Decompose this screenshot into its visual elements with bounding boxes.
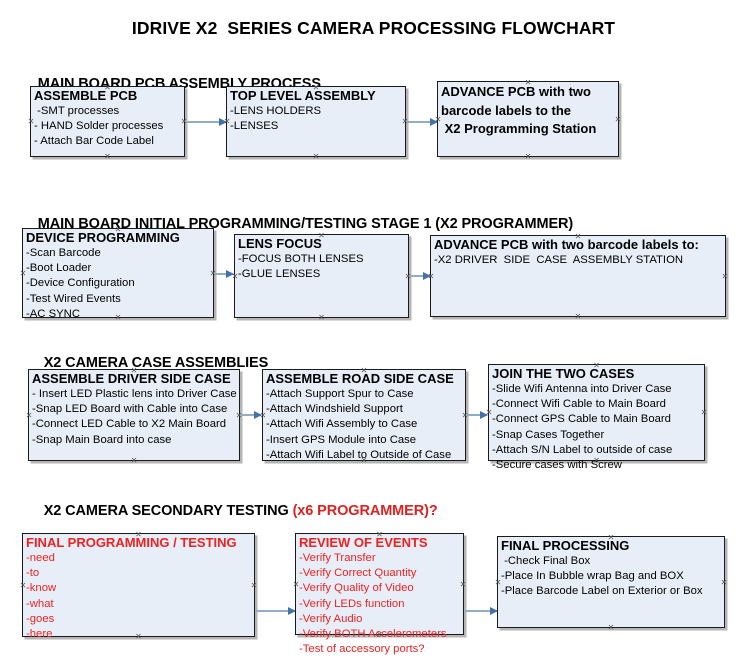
node-line: -Connect LED Cable to X2 Main Board [32, 418, 227, 431]
arrowhead-icon [423, 272, 431, 280]
connection-handle-bottom[interactable] [104, 153, 111, 160]
node-line: -to [26, 567, 40, 580]
arrowhead-icon [480, 411, 488, 419]
node-line: -know [26, 582, 57, 595]
node-line: -Verify LEDs function [299, 597, 405, 610]
node-advance-pcb-to-driver-side-case-station[interactable]: ADVANCE PCB with two barcode labels to: … [430, 235, 726, 317]
node-line: -Place In Bubble wrap Bag and BOX [501, 570, 684, 583]
section-title-x2-camera-secondary-testing: X2 CAMERA SECONDARY TESTING (x6 PROGRAMM… [28, 487, 438, 535]
node-line: -Device Configuration [26, 277, 135, 290]
node-heading: FINAL PROCESSING [501, 538, 630, 553]
node-line: -Snap LED Board with Cable into Case [32, 403, 228, 416]
node-line: -Verify BOTH Accelerometers [299, 628, 447, 641]
node-line: -need [26, 552, 55, 564]
connector-driver-side-case-to-road-side-case [241, 411, 262, 419]
node-heading: REVIEW OF EVENTS [299, 535, 428, 550]
node-assemble-road-side-case[interactable]: ASSEMBLE ROAD SIDE CASE -Attach Support … [262, 369, 466, 461]
connection-handle-bottom[interactable] [525, 153, 532, 160]
connection-handle-bottom[interactable] [131, 457, 138, 464]
connection-handle-bottom[interactable] [313, 153, 320, 160]
node-assemble-pcb[interactable]: ASSEMBLE PCB -SMT processes - HAND Solde… [30, 86, 185, 157]
node-line: -Verify Audio [299, 612, 363, 625]
node-review-of-events[interactable]: REVIEW OF EVENTS -Verify Transfer -Verif… [295, 533, 464, 655]
node-line: -Attach Wifi Label to Outside of Case [266, 448, 452, 461]
node-line: -Verify Quality of Video [299, 582, 414, 595]
connector-road-side-case-to-join-the-two-cases [467, 411, 488, 419]
node-line: -Snap Cases Together [492, 428, 605, 441]
node-line: -here [26, 628, 53, 641]
node-line: -Slide Wifi Antenna into Driver Case [492, 383, 672, 395]
node-line: -Check Final Box [501, 555, 591, 567]
node-heading: ADVANCE PCB with two barcode labels to: [434, 237, 699, 252]
node-heading: ASSEMBLE ROAD SIDE CASE [266, 371, 454, 386]
node-line: -Insert GPS Module into Case [266, 433, 417, 446]
node-line: -Secure cases with Screw [492, 459, 622, 472]
node-heading: ASSEMBLE DRIVER SIDE CASE [32, 371, 231, 386]
arrowhead-icon [490, 607, 498, 615]
node-heading: JOIN THE TWO CASES [492, 366, 635, 381]
connection-handle-right[interactable] [722, 273, 729, 280]
connector-device-programming-to-lens-focus [215, 270, 234, 278]
node-line: -LENS HOLDERS [230, 105, 322, 117]
node-line: -Connect GPS Cable to Main Board [492, 413, 671, 426]
section-title-text: X2 CAMERA CASE ASSEMBLIES [43, 355, 269, 371]
node-heading: ASSEMBLE PCB [34, 88, 138, 103]
connector-review-of-events-to-final-processing [465, 607, 498, 615]
connection-handle-bottom[interactable] [608, 624, 615, 631]
node-line: -Verify Correct Quantity [299, 567, 417, 580]
node-join-the-two-cases[interactable]: JOIN THE TWO CASES -Slide Wifi Antenna i… [488, 364, 705, 471]
node-heading: DEVICE PROGRAMMING [26, 230, 180, 245]
page-title: IDRIVE X2 SERIES CAMERA PROCESSING FLOWC… [131, 18, 616, 38]
node-heading: LENS FOCUS [238, 236, 322, 251]
node-lens-focus[interactable]: LENS FOCUS -FOCUS BOTH LENSES -GLUE LENS… [234, 234, 409, 318]
node-final-processing[interactable]: FINAL PROCESSING -Check Final Box -Place… [497, 536, 725, 628]
node-line: -SMT processes [34, 105, 120, 117]
node-heading: ADVANCE PCB with two barcode labels to t… [441, 84, 597, 136]
node-line: -Attach Wifi Assembly to Case [266, 418, 418, 431]
node-line: - HAND Solder processes [34, 120, 164, 133]
node-line: - Attach Bar Code Label [34, 135, 154, 148]
arrowhead-icon [219, 118, 227, 126]
node-heading: TOP LEVEL ASSEMBLY [230, 88, 376, 103]
node-heading: FINAL PROGRAMMING / TESTING [26, 535, 237, 550]
node-device-programming[interactable]: DEVICE PROGRAMMING -Scan Barcode -Boot L… [22, 228, 214, 320]
node-line: -AC SYNC [26, 307, 80, 320]
node-final-programming-testing[interactable]: FINAL PROGRAMMING / TESTING -need -to -k… [22, 533, 255, 640]
node-line: -GLUE LENSES [238, 268, 321, 281]
node-line: -Place Barcode Label on Exterior or Box [501, 585, 703, 598]
connector-lens-focus-to-advance-pcb-driver-side [410, 272, 431, 280]
node-line: -Attach S/N Label to outside of case [492, 443, 673, 456]
node-line-overflow: -Test of accessory ports? [299, 643, 425, 656]
node-line: -goes [26, 612, 55, 625]
connector-top-level-assembly-to-advance-pcb [407, 118, 438, 126]
connector-final-programming-to-review-of-events [256, 607, 296, 615]
node-line: -Test Wired Events [26, 292, 121, 305]
node-line: -Scan Barcode [26, 247, 101, 259]
node-line: -Attach Support Spur to Case [266, 388, 414, 400]
node-line: - Insert LED Plastic lens into Driver Ca… [32, 388, 237, 400]
connection-handle-bottom[interactable] [318, 314, 325, 321]
node-line: -Connect Wifi Cable to Main Board [492, 398, 666, 411]
node-line: -Snap Main Board into case [32, 433, 172, 446]
arrowhead-icon [430, 118, 438, 126]
node-advance-pcb-to-x2-programming-station[interactable]: ADVANCE PCB with two barcode labels to t… [437, 81, 619, 157]
arrowhead-icon [254, 411, 262, 419]
arrowhead-icon [226, 270, 234, 278]
node-line: -LENSES [230, 120, 279, 133]
section-title-text: X2 CAMERA SECONDARY TESTING [43, 503, 293, 519]
connection-handle-bottom[interactable] [575, 313, 582, 320]
connector-assemble-pcb-to-top-level-assembly [186, 118, 227, 126]
node-line: -Verify Transfer [299, 552, 376, 564]
node-top-level-assembly[interactable]: TOP LEVEL ASSEMBLY -LENS HOLDERS -LENSES [226, 86, 406, 157]
node-line: -FOCUS BOTH LENSES [238, 253, 364, 265]
node-assemble-driver-side-case[interactable]: ASSEMBLE DRIVER SIDE CASE - Insert LED P… [28, 369, 240, 461]
node-line: -Boot Loader [26, 262, 92, 275]
node-line: -what [26, 597, 54, 610]
node-line: -X2 DRIVER SIDE CASE ASSEMBLY STATION [434, 254, 684, 266]
section-title-accent: (x6 PROGRAMMER)? [292, 503, 438, 519]
node-line: -Attach Windshield Support [266, 403, 403, 416]
section-title-x2-camera-case-assemblies: X2 CAMERA CASE ASSEMBLIES [28, 339, 269, 387]
arrowhead-icon [288, 607, 296, 615]
